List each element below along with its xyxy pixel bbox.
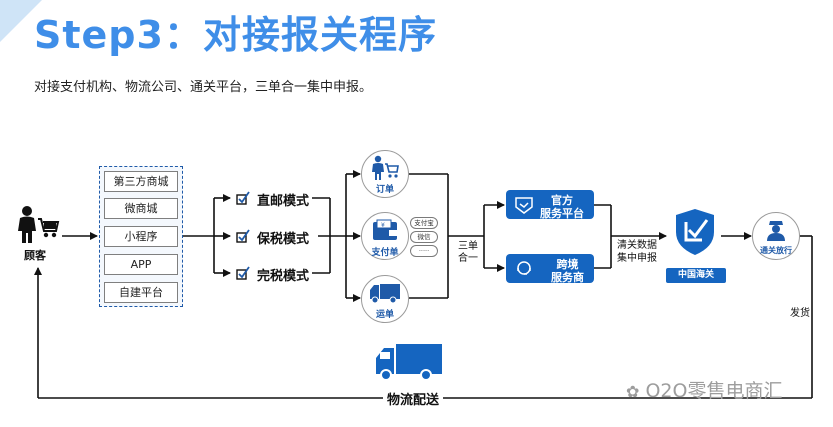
checkbox-icon (236, 229, 250, 243)
channel-app: APP (104, 254, 178, 275)
channel-third-party-mall: 第三方商城 (104, 171, 178, 192)
customer-label: 顾客 (24, 249, 46, 262)
merge-label: 三单 合一 (458, 241, 478, 264)
channel-micro-mall: 微商城 (104, 198, 178, 219)
channel-mini-program: 小程序 (104, 226, 178, 247)
mode-bonded: 保税模式 (257, 232, 310, 247)
checkbox-icon (236, 191, 250, 205)
order-label: 订单 (375, 185, 394, 195)
order-node: 订单 (361, 150, 409, 198)
channel-self-platform: 自建平台 (104, 282, 178, 303)
page-title: Step3：对接报关程序 (34, 13, 437, 57)
alipay-pill: 支付宝 (410, 217, 438, 229)
customer-shopping-icon (18, 206, 60, 243)
customs-label: 中国海关 (666, 268, 726, 283)
checkbox-icon (236, 266, 250, 280)
svg-text:¥: ¥ (381, 222, 385, 229)
customs-officer-icon (767, 221, 785, 241)
watermark: ✿ O2O零售电商汇 (626, 380, 783, 402)
official-service-platform: 官方 服务平台 (506, 190, 594, 220)
mode-direct-mail: 直邮模式 (257, 194, 310, 209)
truck-icon (370, 284, 400, 304)
waybill-node: 运单 (361, 275, 409, 323)
cross-border-service-provider: 跨境 服务商 (506, 254, 594, 284)
delivery-truck-icon (376, 344, 442, 381)
page-subtitle: 对接支付机构、物流公司、通关平台，三单合一集中申报。 (34, 80, 373, 95)
release-node: 通关放行 (752, 212, 800, 260)
logistics-label: 物流配送 (383, 389, 444, 408)
more-payment-pill: ····· (410, 245, 438, 257)
wechat-pill: 微信 (410, 231, 438, 243)
release-label: 通关放行 (760, 246, 792, 255)
customer-service-icon (517, 261, 531, 275)
ship-label: 发货 (790, 308, 810, 319)
declare-label: 清关数据 集中申报 (617, 240, 657, 264)
wallet-icon: ¥ (373, 219, 397, 240)
wechat-icon: ✿ (626, 382, 640, 401)
order-shopping-icon (372, 155, 399, 180)
corner-decoration (0, 0, 42, 42)
payment-node: ¥ 支付单 (361, 212, 409, 260)
shield-handshake-icon (515, 197, 533, 214)
customs-shield-icon (676, 209, 714, 255)
payment-label: 支付单 (371, 248, 399, 258)
waybill-label: 运单 (375, 310, 394, 320)
mode-duty-paid: 完税模式 (257, 269, 310, 284)
